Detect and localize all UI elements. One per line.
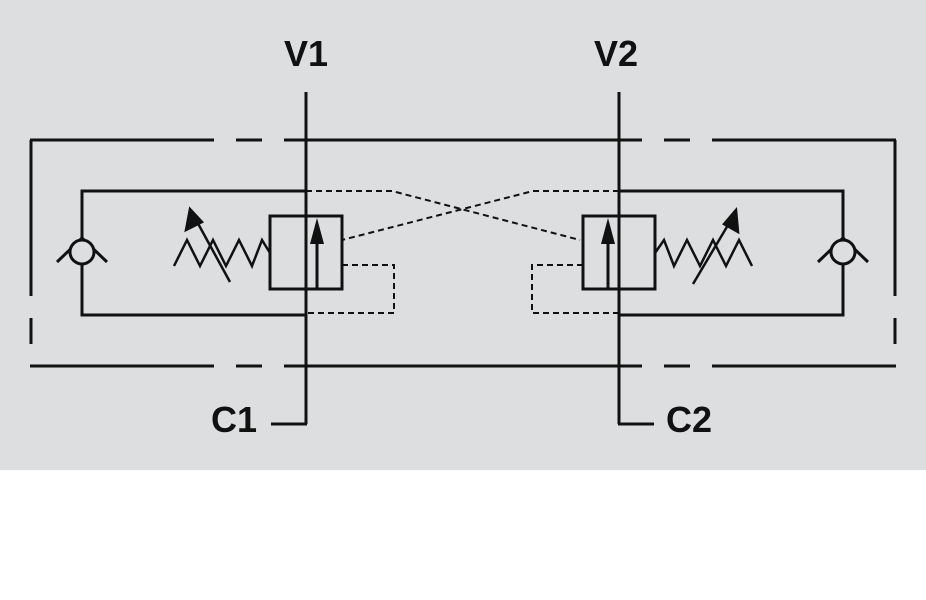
port-label-c1: C1 — [211, 399, 257, 440]
pilot-lines — [306, 190, 619, 314]
port-label-c2: C2 — [666, 399, 712, 440]
right-flow-arrow-icon — [601, 218, 615, 289]
left-flow-arrow-icon — [310, 218, 324, 289]
right-drain-line — [531, 264, 619, 314]
circuit-lines — [29, 92, 897, 426]
right-check-valve-icon — [816, 235, 870, 266]
left-check-valve-icon — [55, 235, 109, 266]
port-label-v1: V1 — [284, 33, 328, 74]
enclosure-outline — [29, 138, 897, 368]
right-pilot-line — [341, 190, 619, 241]
right-adjustable-spring-icon — [653, 206, 754, 285]
port-label-v2: V2 — [594, 33, 638, 74]
left-drain-line — [306, 264, 395, 314]
left-pilot-line — [306, 190, 581, 241]
hydraulic-schematic: V1 V2 C1 C2 — [0, 0, 926, 470]
diagram-background — [0, 0, 926, 470]
left-adjustable-spring-icon — [172, 206, 272, 283]
